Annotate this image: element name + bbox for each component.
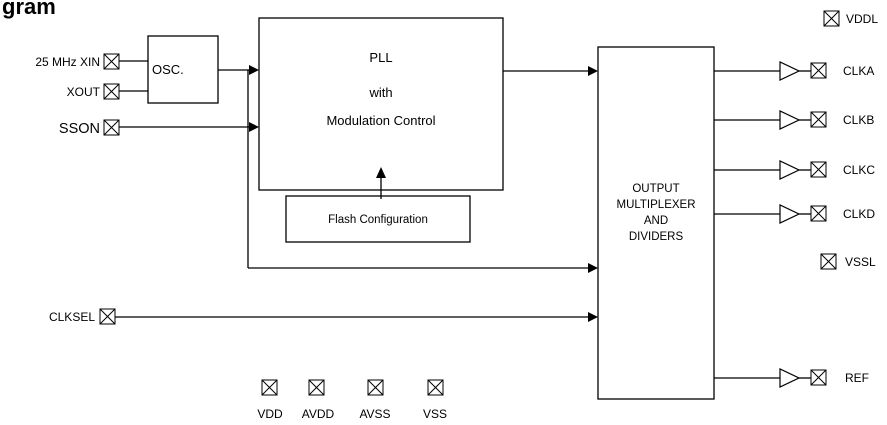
label-avss: AVSS [359,407,390,421]
label-xin: 25 MHz XIN [35,55,100,69]
mux-label-line3: AND [644,215,668,227]
pin-clkd [810,205,827,222]
pin-vdd [261,379,278,396]
diagram-title: gram [2,0,56,19]
label-vdd: VDD [257,407,283,421]
label-clksel: CLKSEL [49,310,95,324]
label-xout: XOUT [67,85,101,99]
label-vddl: VDDL [846,12,878,26]
pll-block [258,17,504,191]
pin-clksel [99,308,116,325]
pin-xout [103,83,120,100]
pin-clkb [810,111,827,128]
flash-config-label: Flash Configuration [328,214,428,226]
label-clka: CLKA [843,64,874,78]
mux-label-line4: DIVIDERS [629,231,684,243]
arrow-sson-pll [249,122,259,132]
mux-label-line2: MULTIPLEXER [616,199,695,211]
arrow-osc-pll [249,65,259,75]
pin-vssl [820,253,837,270]
buffer-clka [779,61,801,81]
pin-ref [810,369,827,386]
label-sson: SSON [59,121,100,137]
mux-label-line1: OUTPUT [632,183,679,195]
label-vssl: VSSL [845,255,876,269]
buffer-clkb [779,110,801,130]
pin-xin [103,53,120,70]
buffer-clkd [779,204,801,224]
flash-config-block [285,195,471,243]
pll-label-line2: with [368,85,392,100]
pin-vss [427,379,444,396]
arrow-pll-mux [588,66,598,76]
osc-block [147,35,219,104]
arrow-osc-mux [588,263,598,273]
output-mux-block [597,46,715,400]
label-ref: REF [845,371,869,385]
arrow-clksel-mux [588,312,598,322]
label-vss: VSS [423,407,447,421]
pin-clkc [810,161,827,178]
arrow-flash-pll [376,167,386,178]
pll-label-line3: Modulation Control [326,113,435,128]
label-clkb: CLKB [843,113,874,127]
pin-clka [810,62,827,79]
pin-avdd [308,379,325,396]
buffer-clkc [779,160,801,180]
label-avdd: AVDD [302,407,335,421]
label-clkc: CLKC [843,163,875,177]
pin-avss [367,379,384,396]
osc-label: OSC. [152,62,184,77]
label-clkd: CLKD [843,207,875,221]
pin-vddl [823,10,840,27]
buffer-ref [779,368,801,388]
pin-sson [103,119,120,136]
pll-label-line1: PLL [369,50,392,65]
